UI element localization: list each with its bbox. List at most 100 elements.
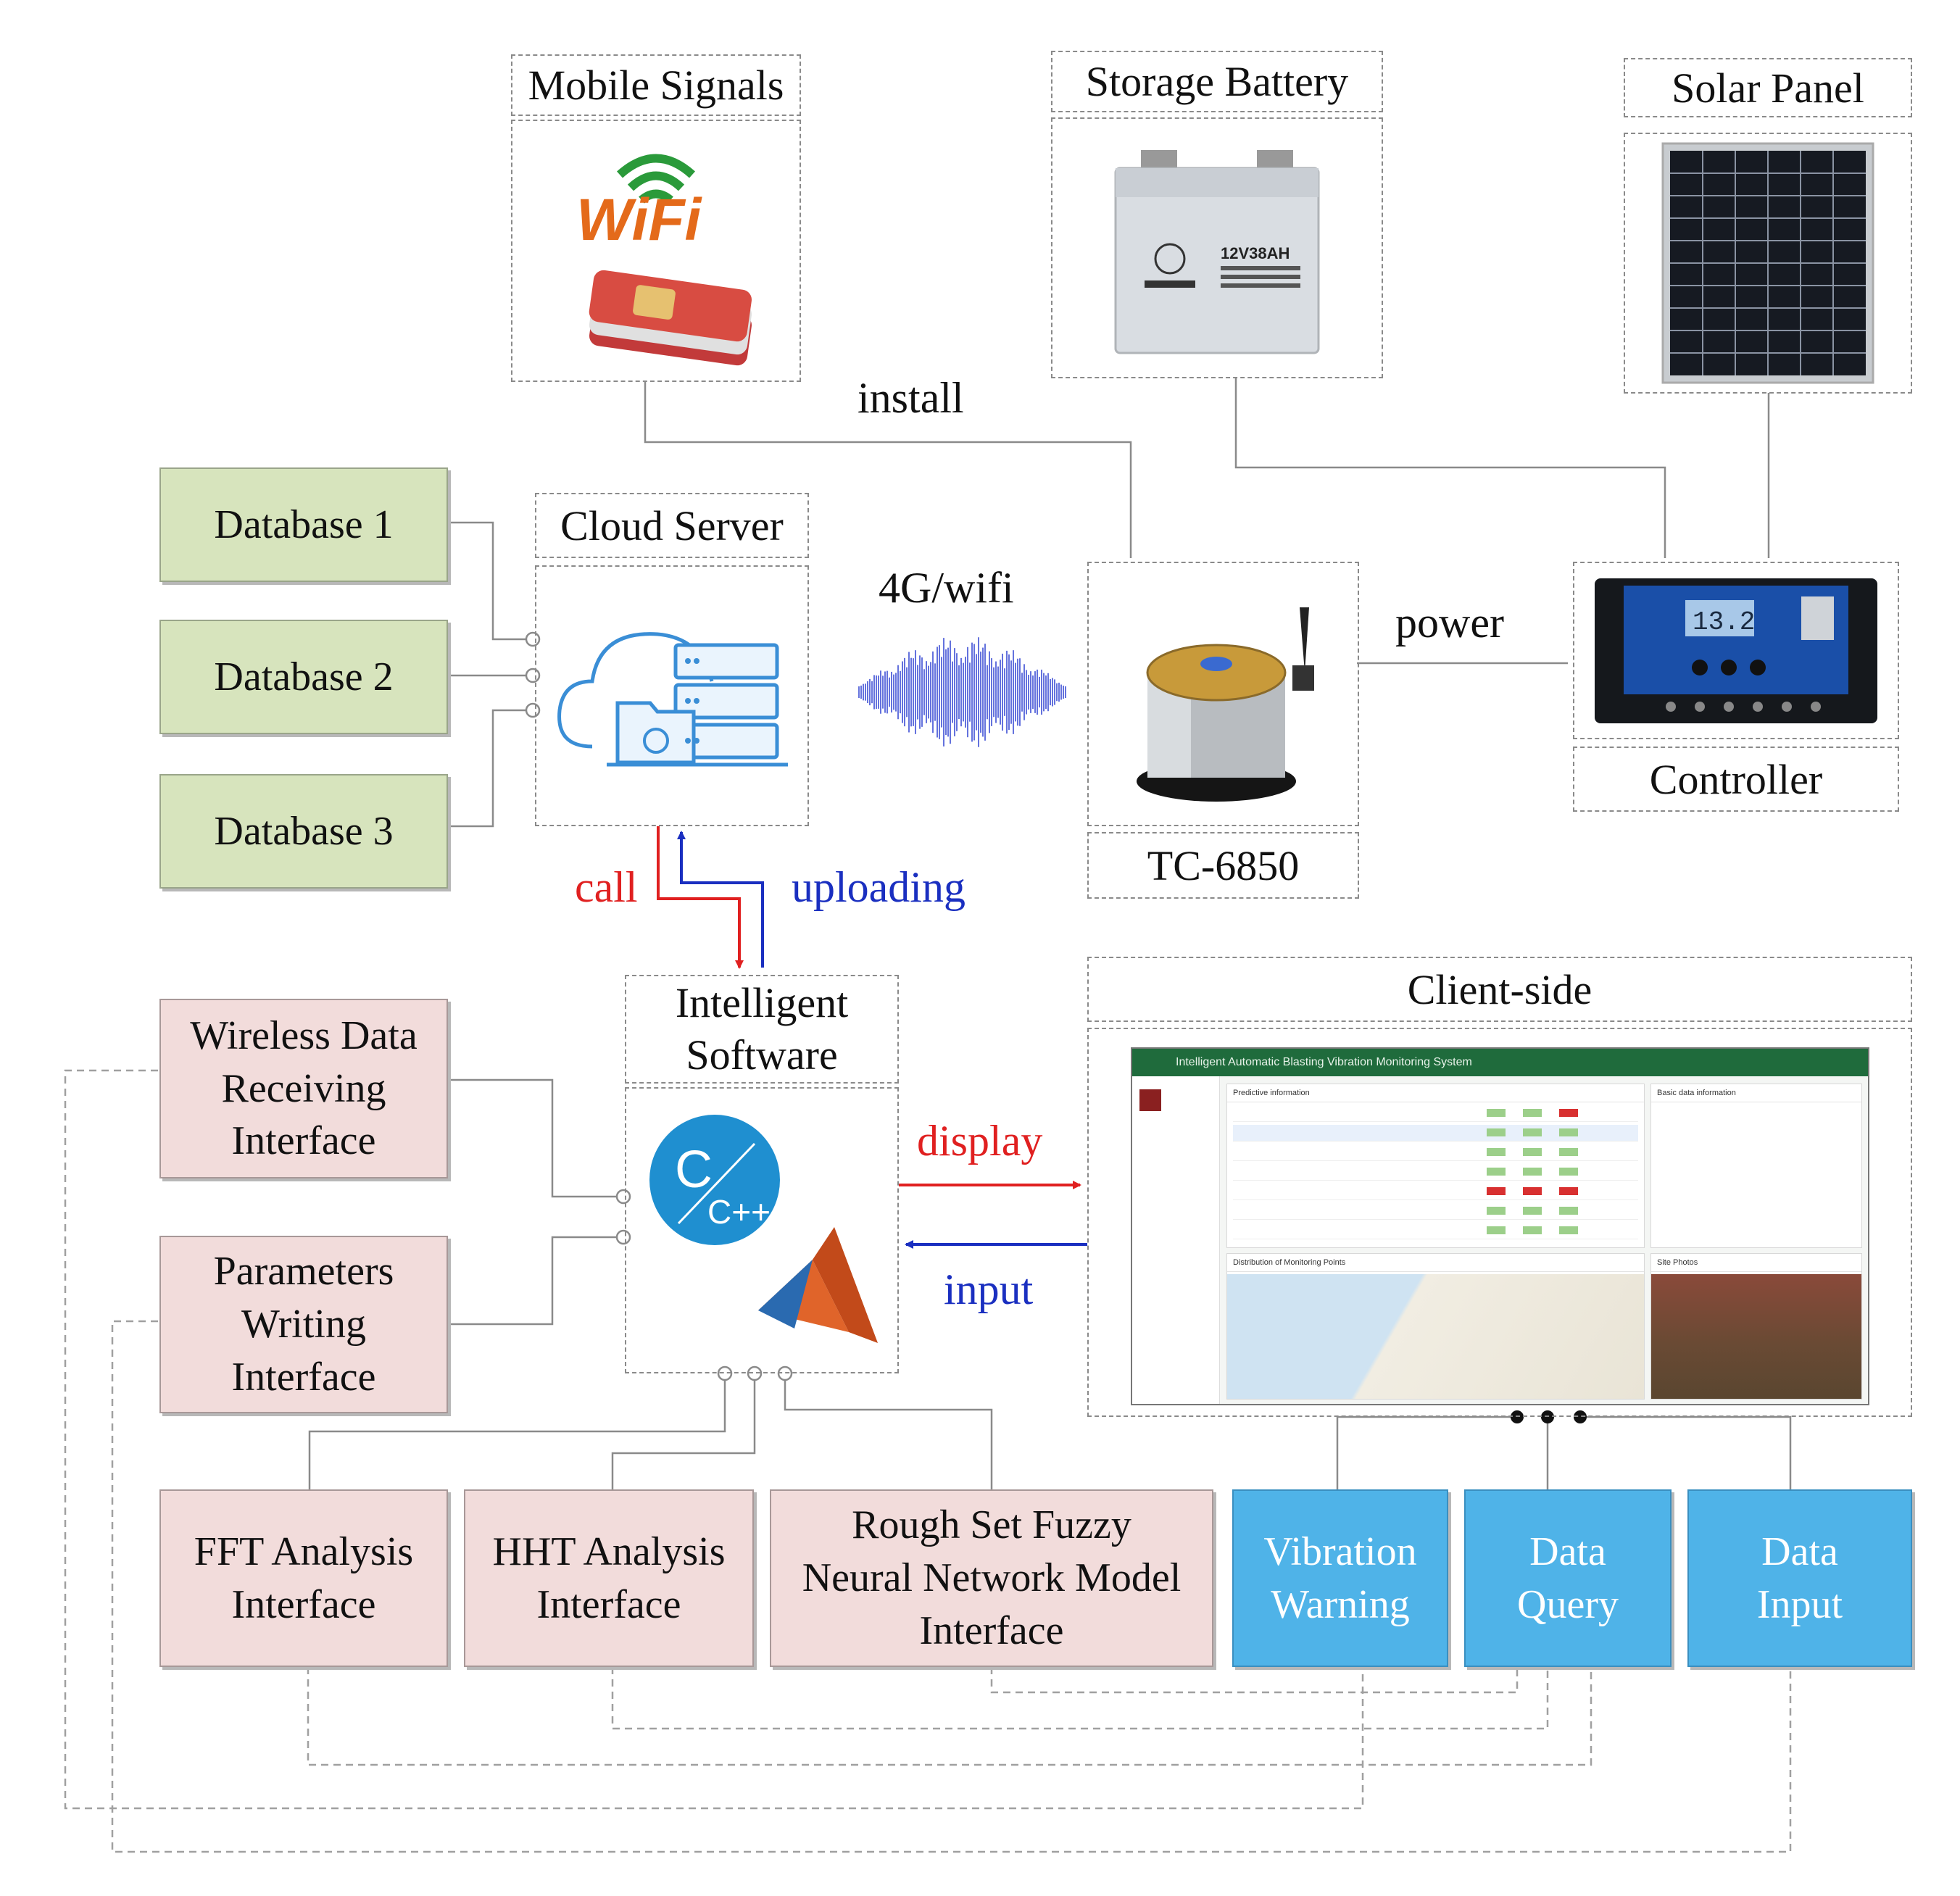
cpp-logo: C C++ xyxy=(649,1114,878,1343)
table-cell-marker xyxy=(1523,1168,1542,1176)
predictive-rows xyxy=(1227,1105,1644,1239)
install-label: install xyxy=(858,374,964,422)
svg-text:13.2: 13.2 xyxy=(1693,607,1755,637)
table-cell-marker xyxy=(1559,1109,1578,1117)
site-photo xyxy=(1651,1274,1861,1399)
link-client-to-input xyxy=(1580,1415,1792,1489)
table-cell-marker xyxy=(1559,1148,1578,1156)
table-cell-marker xyxy=(1559,1187,1578,1195)
parameters-writing-interface: Parameters Writing Interface xyxy=(159,1236,448,1413)
power-label: power xyxy=(1395,599,1504,646)
battery-photo: 12V38AH xyxy=(1114,150,1320,354)
sim-cards xyxy=(589,270,752,366)
table-row xyxy=(1233,1203,1638,1220)
signal-waveform xyxy=(858,637,1066,747)
hht-analysis-interface: HHT Analysis Interface xyxy=(464,1489,754,1667)
mobile-signals-title: Mobile Signals xyxy=(511,54,801,116)
storage-battery-panel: 12V38AH xyxy=(1051,117,1383,378)
table-cell-marker xyxy=(1523,1109,1542,1117)
table-cell-marker xyxy=(1523,1187,1542,1195)
call-label: call xyxy=(575,863,638,911)
table-cell-marker xyxy=(1487,1109,1506,1117)
table-cell-marker xyxy=(1487,1148,1506,1156)
wireless-data-receiving-interface: Wireless Data Receiving Interface xyxy=(159,999,448,1178)
client-side-title: Client-side xyxy=(1087,957,1912,1022)
solar-panel-title: Solar Panel xyxy=(1624,58,1912,117)
link-db1-to-cloud xyxy=(448,521,533,641)
table-cell-marker xyxy=(1487,1128,1506,1136)
loop-fft-to-query xyxy=(307,1667,1592,1766)
fft-analysis-interface: FFT Analysis Interface xyxy=(159,1489,448,1667)
table-cell-marker xyxy=(1487,1187,1506,1195)
charge-controller-photo: 13.2 xyxy=(1595,578,1877,723)
storage-battery-title: Storage Battery xyxy=(1051,51,1383,112)
client-side-panel xyxy=(1087,1028,1912,1417)
table-cell-marker xyxy=(1559,1128,1578,1136)
solar-panel-photo xyxy=(1661,142,1874,384)
svg-text:C: C xyxy=(675,1141,713,1199)
table-cell-marker xyxy=(1523,1207,1542,1215)
map-area[interactable] xyxy=(1227,1274,1644,1399)
display-label: display xyxy=(917,1117,1043,1165)
svg-text:C++: C++ xyxy=(707,1193,771,1231)
uploading-label: uploading xyxy=(792,863,966,911)
database-3: Database 3 xyxy=(159,774,448,889)
cloud-server-panel xyxy=(535,565,809,826)
table-row xyxy=(1233,1144,1638,1161)
distribution-panel: Distribution of Monitoring Points xyxy=(1226,1253,1645,1400)
table-cell-marker xyxy=(1487,1226,1506,1234)
table-row xyxy=(1233,1184,1638,1200)
mobile-signals-panel: WiFi xyxy=(511,120,801,382)
tc6850-panel xyxy=(1087,562,1359,826)
loop-warning-to-wireless xyxy=(64,1069,1364,1810)
data-query-button[interactable]: Data Query xyxy=(1464,1489,1672,1667)
table-row xyxy=(1233,1125,1638,1142)
database-1: Database 1 xyxy=(159,467,448,582)
basic-data-panel: Basic data information xyxy=(1650,1084,1862,1248)
loop-hht-to-query xyxy=(611,1667,1549,1730)
intelligent-software-title: Intelligent Software xyxy=(625,975,899,1084)
link-client-to-warning xyxy=(1336,1415,1517,1489)
intelligent-software-panel: C C++ xyxy=(625,1087,899,1373)
avatar xyxy=(1139,1089,1161,1111)
vibration-warning-button[interactable]: Vibration Warning xyxy=(1232,1489,1448,1667)
wifi-logo: WiFi xyxy=(576,154,752,366)
table-cell-marker xyxy=(1523,1148,1542,1156)
sensor-device-photo xyxy=(1136,607,1314,802)
cloud-server-title: Cloud Server xyxy=(535,493,809,558)
table-row xyxy=(1233,1105,1638,1122)
svg-text:12V38AH: 12V38AH xyxy=(1221,244,1290,262)
controller-title: Controller xyxy=(1573,747,1899,812)
matlab-logo xyxy=(758,1226,878,1343)
table-cell-marker xyxy=(1487,1207,1506,1215)
table-row xyxy=(1233,1164,1638,1181)
link-wireless-to-software xyxy=(448,1078,620,1198)
client-screen-header: Intelligent Automatic Blasting Vibration… xyxy=(1132,1049,1868,1076)
table-cell-marker xyxy=(1559,1226,1578,1234)
data-input-button[interactable]: Data Input xyxy=(1687,1489,1912,1667)
table-cell-marker xyxy=(1523,1226,1542,1234)
client-screen: Intelligent Automatic Blasting Vibration… xyxy=(1131,1047,1869,1405)
client-screen-sidebar xyxy=(1132,1076,1220,1404)
predictive-panel: Predictive information xyxy=(1226,1084,1645,1248)
link-software-to-rough-set xyxy=(784,1373,993,1489)
table-cell-marker xyxy=(1559,1207,1578,1215)
link-software-to-hht xyxy=(611,1373,756,1489)
call-arrow xyxy=(657,826,744,969)
link-params-to-software xyxy=(448,1236,620,1326)
rough-set-fuzzy-nn-interface: Rough Set Fuzzy Neural Network Model Int… xyxy=(770,1489,1213,1667)
loop-rough-set-to-query xyxy=(990,1667,1519,1694)
tc6850-title: TC-6850 xyxy=(1087,832,1359,899)
site-photos-panel: Site Photos xyxy=(1650,1253,1862,1400)
link-battery-to-controller xyxy=(1234,377,1666,558)
table-cell-marker xyxy=(1523,1128,1542,1136)
table-cell-marker xyxy=(1559,1168,1578,1176)
loop-input-to-params xyxy=(111,1320,1792,1853)
link-software-to-fft xyxy=(308,1373,726,1489)
wireless-label: 4G/wifi xyxy=(879,564,1014,612)
link-db3-to-cloud xyxy=(448,709,533,828)
controller-panel: 13.2 xyxy=(1573,562,1899,739)
svg-text:WiFi: WiFi xyxy=(576,187,703,253)
